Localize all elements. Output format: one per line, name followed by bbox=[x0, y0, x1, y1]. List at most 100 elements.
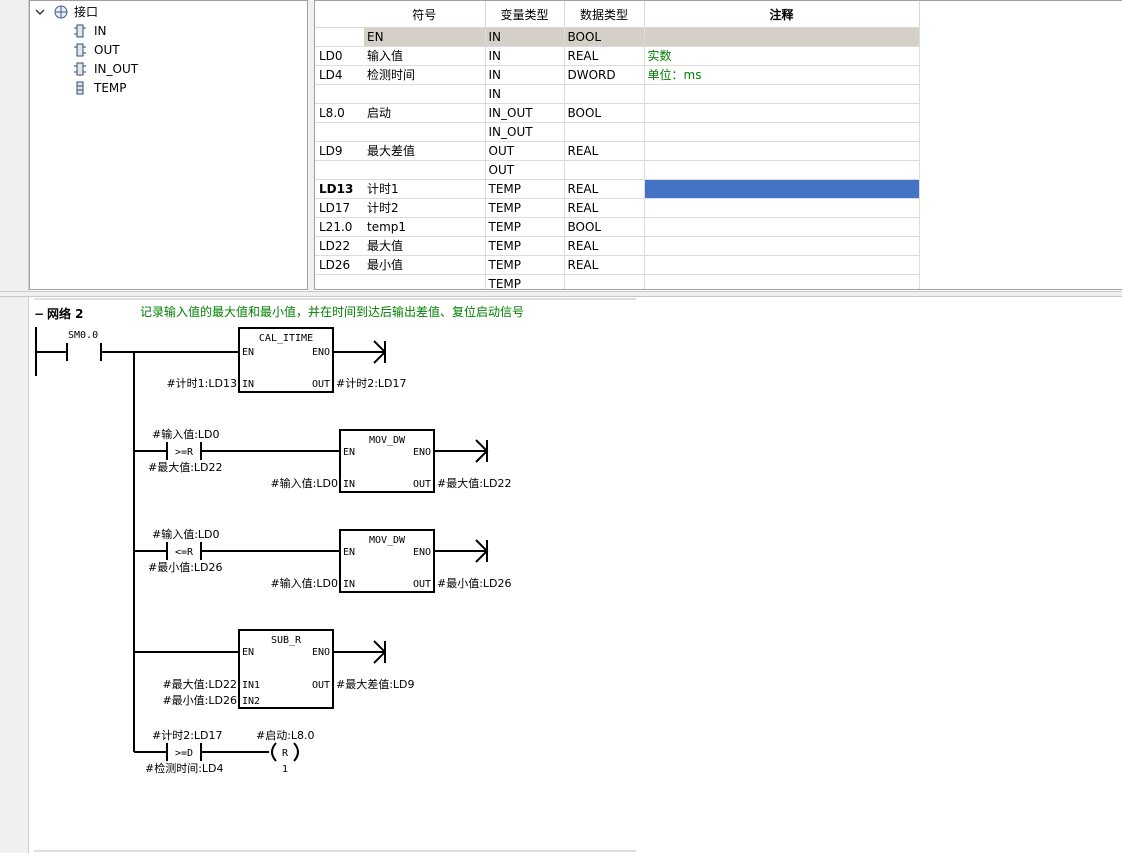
table-row[interactable]: IN bbox=[315, 84, 920, 104]
table-cell-comment[interactable] bbox=[644, 217, 920, 237]
network-title[interactable]: 网络 2 bbox=[47, 306, 84, 321]
mov-dw-block[interactable]: MOV_DW EN ENO IN OUT bbox=[339, 429, 435, 493]
table-cell-data-type[interactable] bbox=[564, 84, 645, 104]
compare-operand-bottom[interactable]: #检测时间:LD4 bbox=[145, 761, 224, 775]
table-cell-data-type[interactable] bbox=[564, 274, 645, 289]
contact-operand[interactable]: SM0.0 bbox=[68, 330, 98, 341]
header-comment[interactable]: 注释 bbox=[644, 1, 920, 28]
header-data-type[interactable]: 数据类型 bbox=[564, 1, 645, 28]
tree-root-interface[interactable]: 接口 bbox=[34, 3, 98, 21]
operand-out[interactable]: #最小值:LD26 bbox=[437, 577, 512, 590]
table-cell-data-type[interactable]: DWORD bbox=[564, 65, 645, 85]
interface-tree[interactable]: 接口 IN OUT IN_OUT TEMP bbox=[29, 0, 308, 290]
coil-count[interactable]: 1 bbox=[282, 764, 288, 775]
table-cell-comment[interactable] bbox=[644, 103, 920, 123]
network-collapse-toggle[interactable]: − bbox=[34, 307, 44, 321]
compare-operand-top[interactable]: #输入值:LD0 bbox=[152, 527, 220, 541]
table-cell-symbol[interactable] bbox=[364, 274, 486, 289]
table-cell-symbol[interactable]: EN bbox=[364, 27, 486, 47]
tree-item-out[interactable]: OUT bbox=[74, 41, 120, 59]
table-cell-symbol[interactable] bbox=[364, 160, 486, 180]
table-cell-symbol[interactable]: 计时1 bbox=[364, 179, 486, 199]
table-cell-data-type[interactable] bbox=[564, 160, 645, 180]
sub-r-block[interactable]: SUB_R EN ENO IN1 IN2 OUT bbox=[238, 629, 334, 709]
table-row[interactable]: IN_OUT bbox=[315, 122, 920, 142]
table-cell-symbol[interactable]: 计时2 bbox=[364, 198, 486, 218]
table-cell-comment[interactable] bbox=[644, 84, 920, 104]
table-cell-comment[interactable]: 实数 bbox=[644, 46, 920, 66]
operand-in[interactable]: #输入值:LD0 bbox=[270, 576, 338, 590]
table-cell-data-type[interactable]: BOOL bbox=[564, 27, 645, 47]
table-cell-comment[interactable] bbox=[644, 141, 920, 161]
table-cell-comment[interactable] bbox=[644, 160, 920, 180]
compare-operand-top[interactable]: #输入值:LD0 bbox=[152, 427, 220, 441]
chevron-down-icon[interactable] bbox=[34, 6, 46, 18]
table-cell-comment[interactable] bbox=[644, 179, 920, 199]
table-cell-comment[interactable] bbox=[644, 236, 920, 256]
table-cell-data-type[interactable] bbox=[564, 122, 645, 142]
table-cell-var-type[interactable]: TEMP bbox=[485, 198, 565, 218]
table-cell-data-type[interactable]: REAL bbox=[564, 141, 645, 161]
table-cell-symbol[interactable] bbox=[364, 122, 486, 142]
table-cell-var-type[interactable]: TEMP bbox=[485, 236, 565, 256]
operand-in2[interactable]: #最小值:LD26 bbox=[162, 694, 237, 707]
reset-coil[interactable]: R bbox=[271, 742, 299, 762]
horizontal-splitter[interactable] bbox=[0, 291, 1122, 297]
operand-out[interactable]: #计时2:LD17 bbox=[336, 377, 407, 390]
header-symbol[interactable]: 符号 bbox=[364, 1, 486, 28]
table-cell-comment[interactable] bbox=[644, 198, 920, 218]
table-cell-comment[interactable] bbox=[644, 274, 920, 289]
header-var-type[interactable]: 变量类型 bbox=[485, 1, 565, 28]
table-cell-comment[interactable] bbox=[644, 255, 920, 275]
operand-in[interactable]: #计时1:LD13 bbox=[166, 377, 237, 390]
table-cell-symbol[interactable]: 输入值 bbox=[364, 46, 486, 66]
tree-item-in-out[interactable]: IN_OUT bbox=[74, 60, 138, 78]
table-cell-var-type[interactable]: TEMP bbox=[485, 255, 565, 275]
ladder-network[interactable]: − 网络 2 记录输入值的最大值和最小值，并在时间到达后输出差值、复位启动信号 … bbox=[0, 297, 1122, 853]
coil-operand[interactable]: #启动:L8.0 bbox=[256, 729, 315, 742]
table-cell-symbol[interactable]: temp1 bbox=[364, 217, 486, 237]
operand-out[interactable]: #最大差值:LD9 bbox=[336, 677, 415, 691]
table-cell-data-type[interactable]: REAL bbox=[564, 236, 645, 256]
compare-operand-bottom[interactable]: #最小值:LD26 bbox=[148, 561, 223, 574]
operand-out[interactable]: #最大值:LD22 bbox=[437, 476, 512, 490]
tree-item-temp[interactable]: TEMP bbox=[74, 79, 127, 97]
table-cell-var-type[interactable]: IN bbox=[485, 84, 565, 104]
network-comment[interactable]: 记录输入值的最大值和最小值，并在时间到达后输出差值、复位启动信号 bbox=[140, 304, 524, 319]
vertical-splitter[interactable] bbox=[308, 0, 314, 292]
mov-dw-block[interactable]: MOV_DW EN ENO IN OUT bbox=[339, 529, 435, 593]
table-cell-symbol[interactable] bbox=[364, 84, 486, 104]
table-cell-var-type[interactable]: OUT bbox=[485, 141, 565, 161]
compare-operand-bottom[interactable]: #最大值:LD22 bbox=[148, 460, 223, 474]
table-cell-var-type[interactable]: IN_OUT bbox=[485, 122, 565, 142]
table-row[interactable]: OUT bbox=[315, 160, 920, 180]
table-cell-var-type[interactable]: TEMP bbox=[485, 217, 565, 237]
table-cell-comment[interactable]: 单位：ms bbox=[644, 65, 920, 85]
table-cell-var-type[interactable]: OUT bbox=[485, 160, 565, 180]
tree-item-in[interactable]: IN bbox=[74, 22, 107, 40]
compare-operand-top[interactable]: #计时2:LD17 bbox=[152, 729, 223, 742]
operand-in1[interactable]: #最大值:LD22 bbox=[162, 677, 237, 691]
table-cell-comment[interactable] bbox=[644, 122, 920, 142]
table-cell-symbol[interactable]: 检测时间 bbox=[364, 65, 486, 85]
table-cell-data-type[interactable]: REAL bbox=[564, 255, 645, 275]
table-cell-data-type[interactable]: REAL bbox=[564, 179, 645, 199]
table-cell-symbol[interactable]: 最小值 bbox=[364, 255, 486, 275]
table-cell-var-type[interactable]: IN bbox=[485, 27, 565, 47]
table-cell-var-type[interactable]: IN bbox=[485, 65, 565, 85]
table-cell-symbol[interactable]: 最大差值 bbox=[364, 141, 486, 161]
table-cell-comment[interactable] bbox=[644, 27, 920, 47]
table-cell-var-type[interactable]: TEMP bbox=[485, 179, 565, 199]
table-row[interactable]: TEMP bbox=[315, 274, 920, 289]
table-cell-var-type[interactable]: TEMP bbox=[485, 274, 565, 289]
table-cell-var-type[interactable]: IN bbox=[485, 46, 565, 66]
table-cell-symbol[interactable]: 最大值 bbox=[364, 236, 486, 256]
